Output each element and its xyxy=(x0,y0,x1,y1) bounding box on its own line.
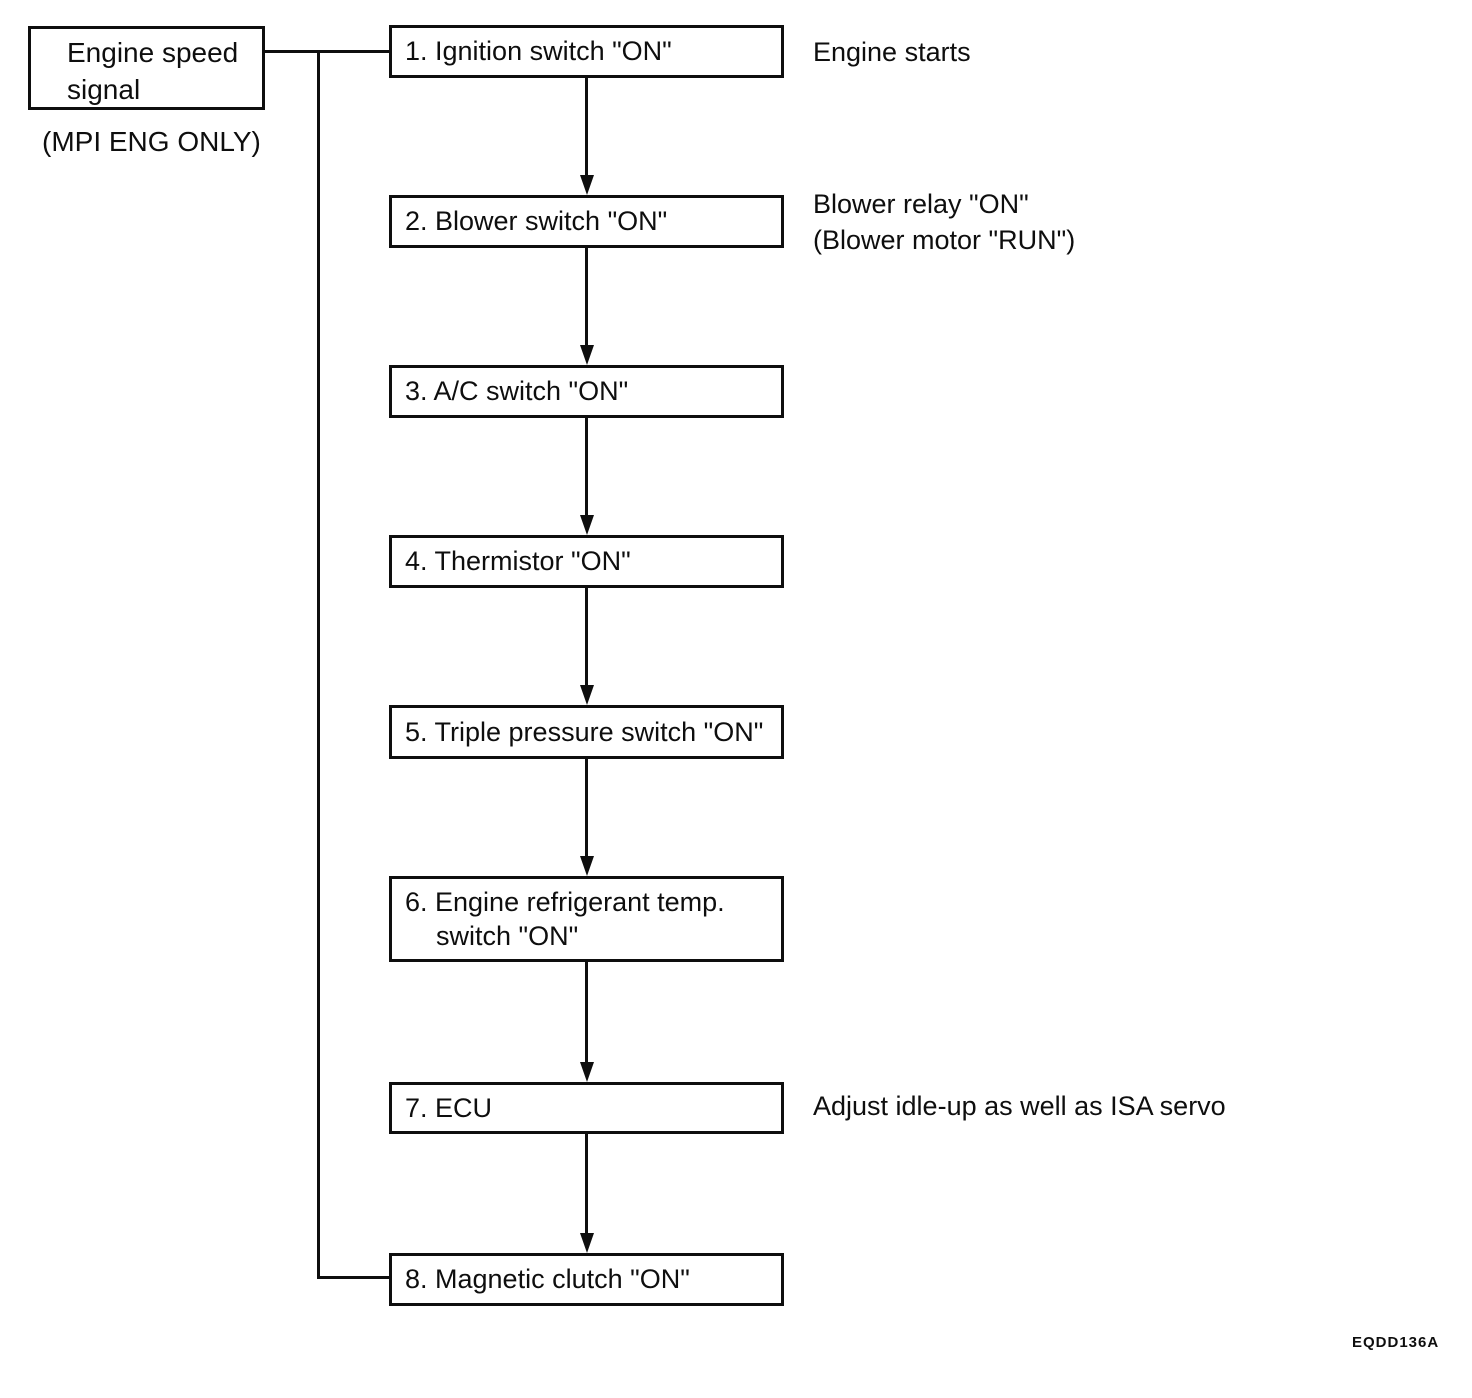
step-label-line-1: 6. Engine refrigerant temp. xyxy=(405,887,725,917)
source-label-line-1: Engine speed xyxy=(67,37,239,68)
step-box-triple-pressure-switch: 5. Triple pressure switch "ON" xyxy=(389,705,784,759)
step-box-ecu: 7. ECU xyxy=(389,1082,784,1134)
arrow-down-icon xyxy=(580,1062,594,1082)
step-box-ignition-switch: 1. Ignition switch "ON" xyxy=(389,25,784,78)
figure-code: EQDD136A xyxy=(1352,1334,1440,1351)
step-label: 1. Ignition switch "ON" xyxy=(405,36,672,66)
step-box-magnetic-clutch: 8. Magnetic clutch "ON" xyxy=(389,1253,784,1306)
flow-arrow xyxy=(580,962,594,1082)
arrow-down-icon xyxy=(580,515,594,535)
step-label: 4. Thermistor "ON" xyxy=(405,546,631,576)
note-line: Adjust idle-up as well as ISA servo xyxy=(813,1091,1226,1121)
step-note-adjust-idle-up: Adjust idle-up as well as ISA servo xyxy=(813,1088,1226,1124)
flow-arrow xyxy=(580,248,594,365)
flow-arrow xyxy=(580,78,594,195)
step-label: 8. Magnetic clutch "ON" xyxy=(405,1264,690,1294)
mpi-eng-only-note: (MPI ENG ONLY) xyxy=(42,126,261,157)
connector-line-horizontal-top xyxy=(265,50,390,53)
step-label-line-2: switch "ON" xyxy=(436,921,579,951)
step-box-engine-refrigerant-temp-switch: 6. Engine refrigerant temp. switch "ON" xyxy=(389,876,784,962)
step-label: 5. Triple pressure switch "ON" xyxy=(405,716,764,747)
arrow-down-icon xyxy=(580,1233,594,1253)
step-label: 2. Blower switch "ON" xyxy=(405,206,668,236)
step-box-blower-switch: 2. Blower switch "ON" xyxy=(389,195,784,248)
step-note-engine-starts: Engine starts xyxy=(813,34,971,70)
flow-arrow xyxy=(580,759,594,876)
source-label-line-2: signal xyxy=(67,74,141,105)
arrow-down-icon xyxy=(580,345,594,365)
arrow-down-icon xyxy=(580,175,594,195)
flow-arrow xyxy=(580,1134,594,1253)
arrow-down-icon xyxy=(580,685,594,705)
flow-arrow xyxy=(580,418,594,535)
note-line: Engine starts xyxy=(813,37,971,67)
step-box-thermistor: 4. Thermistor "ON" xyxy=(389,535,784,588)
note-line: Blower relay "ON" xyxy=(813,189,1029,219)
connector-line-vertical xyxy=(317,50,320,1279)
step-box-ac-switch: 3. A/C switch "ON" xyxy=(389,365,784,418)
note-line: (Blower motor "RUN") xyxy=(813,225,1076,255)
step-note-blower-relay: Blower relay "ON" (Blower motor "RUN") xyxy=(813,186,1075,258)
arrow-down-icon xyxy=(580,856,594,876)
flow-arrow xyxy=(580,588,594,705)
step-label: 3. A/C switch "ON" xyxy=(405,376,629,406)
engine-speed-signal-box: Engine speed signal xyxy=(28,26,265,110)
connector-line-horizontal-bottom xyxy=(317,1276,389,1279)
step-label: 7. ECU xyxy=(405,1092,493,1123)
